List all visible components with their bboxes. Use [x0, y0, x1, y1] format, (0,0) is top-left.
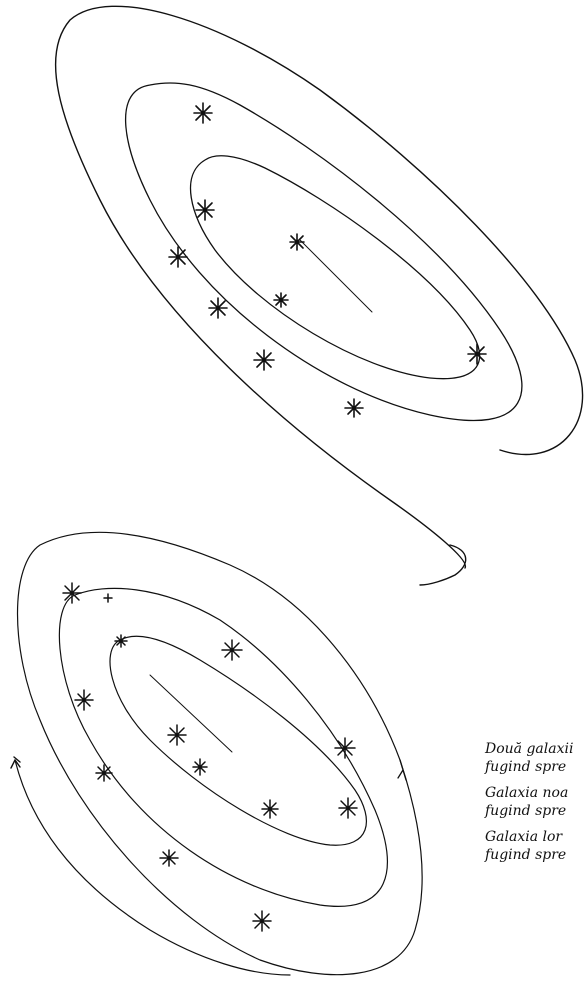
asterisk-star-icon	[335, 738, 355, 758]
lower-galaxy-inner-orbit	[110, 636, 366, 845]
asterisk-star-icon	[115, 635, 127, 647]
caption-line-4: fugind spre	[485, 802, 566, 820]
asterisk-star-icon	[262, 800, 278, 818]
asterisk-star-icon	[468, 344, 486, 364]
upper-galaxy-stars	[169, 103, 486, 417]
asterisk-star-icon	[169, 247, 187, 267]
asterisk-star-icon	[75, 690, 93, 710]
rotation-arrow-icon	[420, 545, 466, 585]
upper-galaxy	[56, 6, 583, 585]
upper-galaxy-middle-orbit	[126, 83, 522, 421]
asterisk-star-icon	[345, 399, 363, 417]
lower-galaxy-core-line	[150, 675, 232, 752]
rotation-arrow-icon	[398, 760, 406, 780]
upper-galaxy-inner-orbit	[191, 156, 480, 379]
asterisk-star-icon	[196, 200, 214, 220]
asterisk-star-icon	[290, 234, 304, 250]
asterisk-star-icon	[168, 725, 186, 745]
asterisk-star-icon	[63, 583, 81, 603]
asterisk-star-icon	[209, 298, 227, 318]
asterisk-star-icon	[274, 293, 288, 307]
caption-line-2: fugind spre	[485, 758, 566, 776]
lower-galaxy-arm-left	[15, 760, 290, 975]
asterisk-star-icon	[222, 640, 242, 660]
asterisk-star-icon	[160, 850, 178, 866]
asterisk-star-icon	[193, 759, 207, 775]
asterisk-star-icon	[339, 798, 357, 818]
caption-line-3: Galaxia noa	[485, 784, 568, 802]
lower-galaxy-stars	[63, 583, 357, 931]
asterisk-star-icon	[104, 594, 112, 602]
asterisk-star-icon	[96, 765, 112, 781]
upper-galaxy-outer-orbit	[56, 6, 583, 568]
asterisk-star-icon	[254, 350, 274, 370]
upper-galaxy-core-line	[300, 240, 372, 312]
asterisk-star-icon	[194, 103, 212, 123]
caption-line-5: Galaxia lor	[485, 828, 562, 846]
lower-galaxy	[11, 532, 422, 975]
caption-line-6: fugind spre	[485, 846, 566, 864]
asterisk-star-icon	[253, 911, 271, 931]
caption-line-1: Două galaxii	[485, 740, 573, 758]
